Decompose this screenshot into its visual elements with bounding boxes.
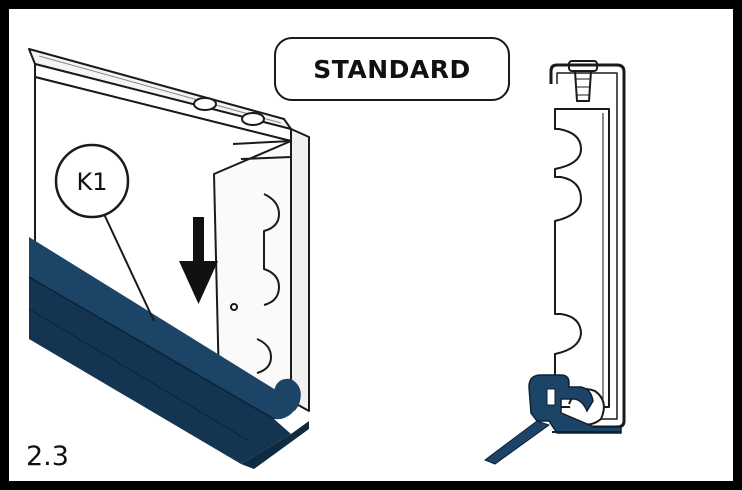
standard-badge-label: STANDARD xyxy=(313,54,471,84)
seal-profile-section xyxy=(483,374,622,465)
callout-k1-label: K1 xyxy=(76,168,107,196)
standard-badge: STANDARD xyxy=(274,37,510,101)
seal-strip-k1 xyxy=(28,237,309,469)
arrow-down-icon xyxy=(179,217,218,304)
step-number: 2.3 xyxy=(26,441,69,472)
cross-section-view xyxy=(549,60,626,429)
assembly-drawing: K1 xyxy=(28,48,626,469)
callout-k1: K1 xyxy=(54,143,155,322)
